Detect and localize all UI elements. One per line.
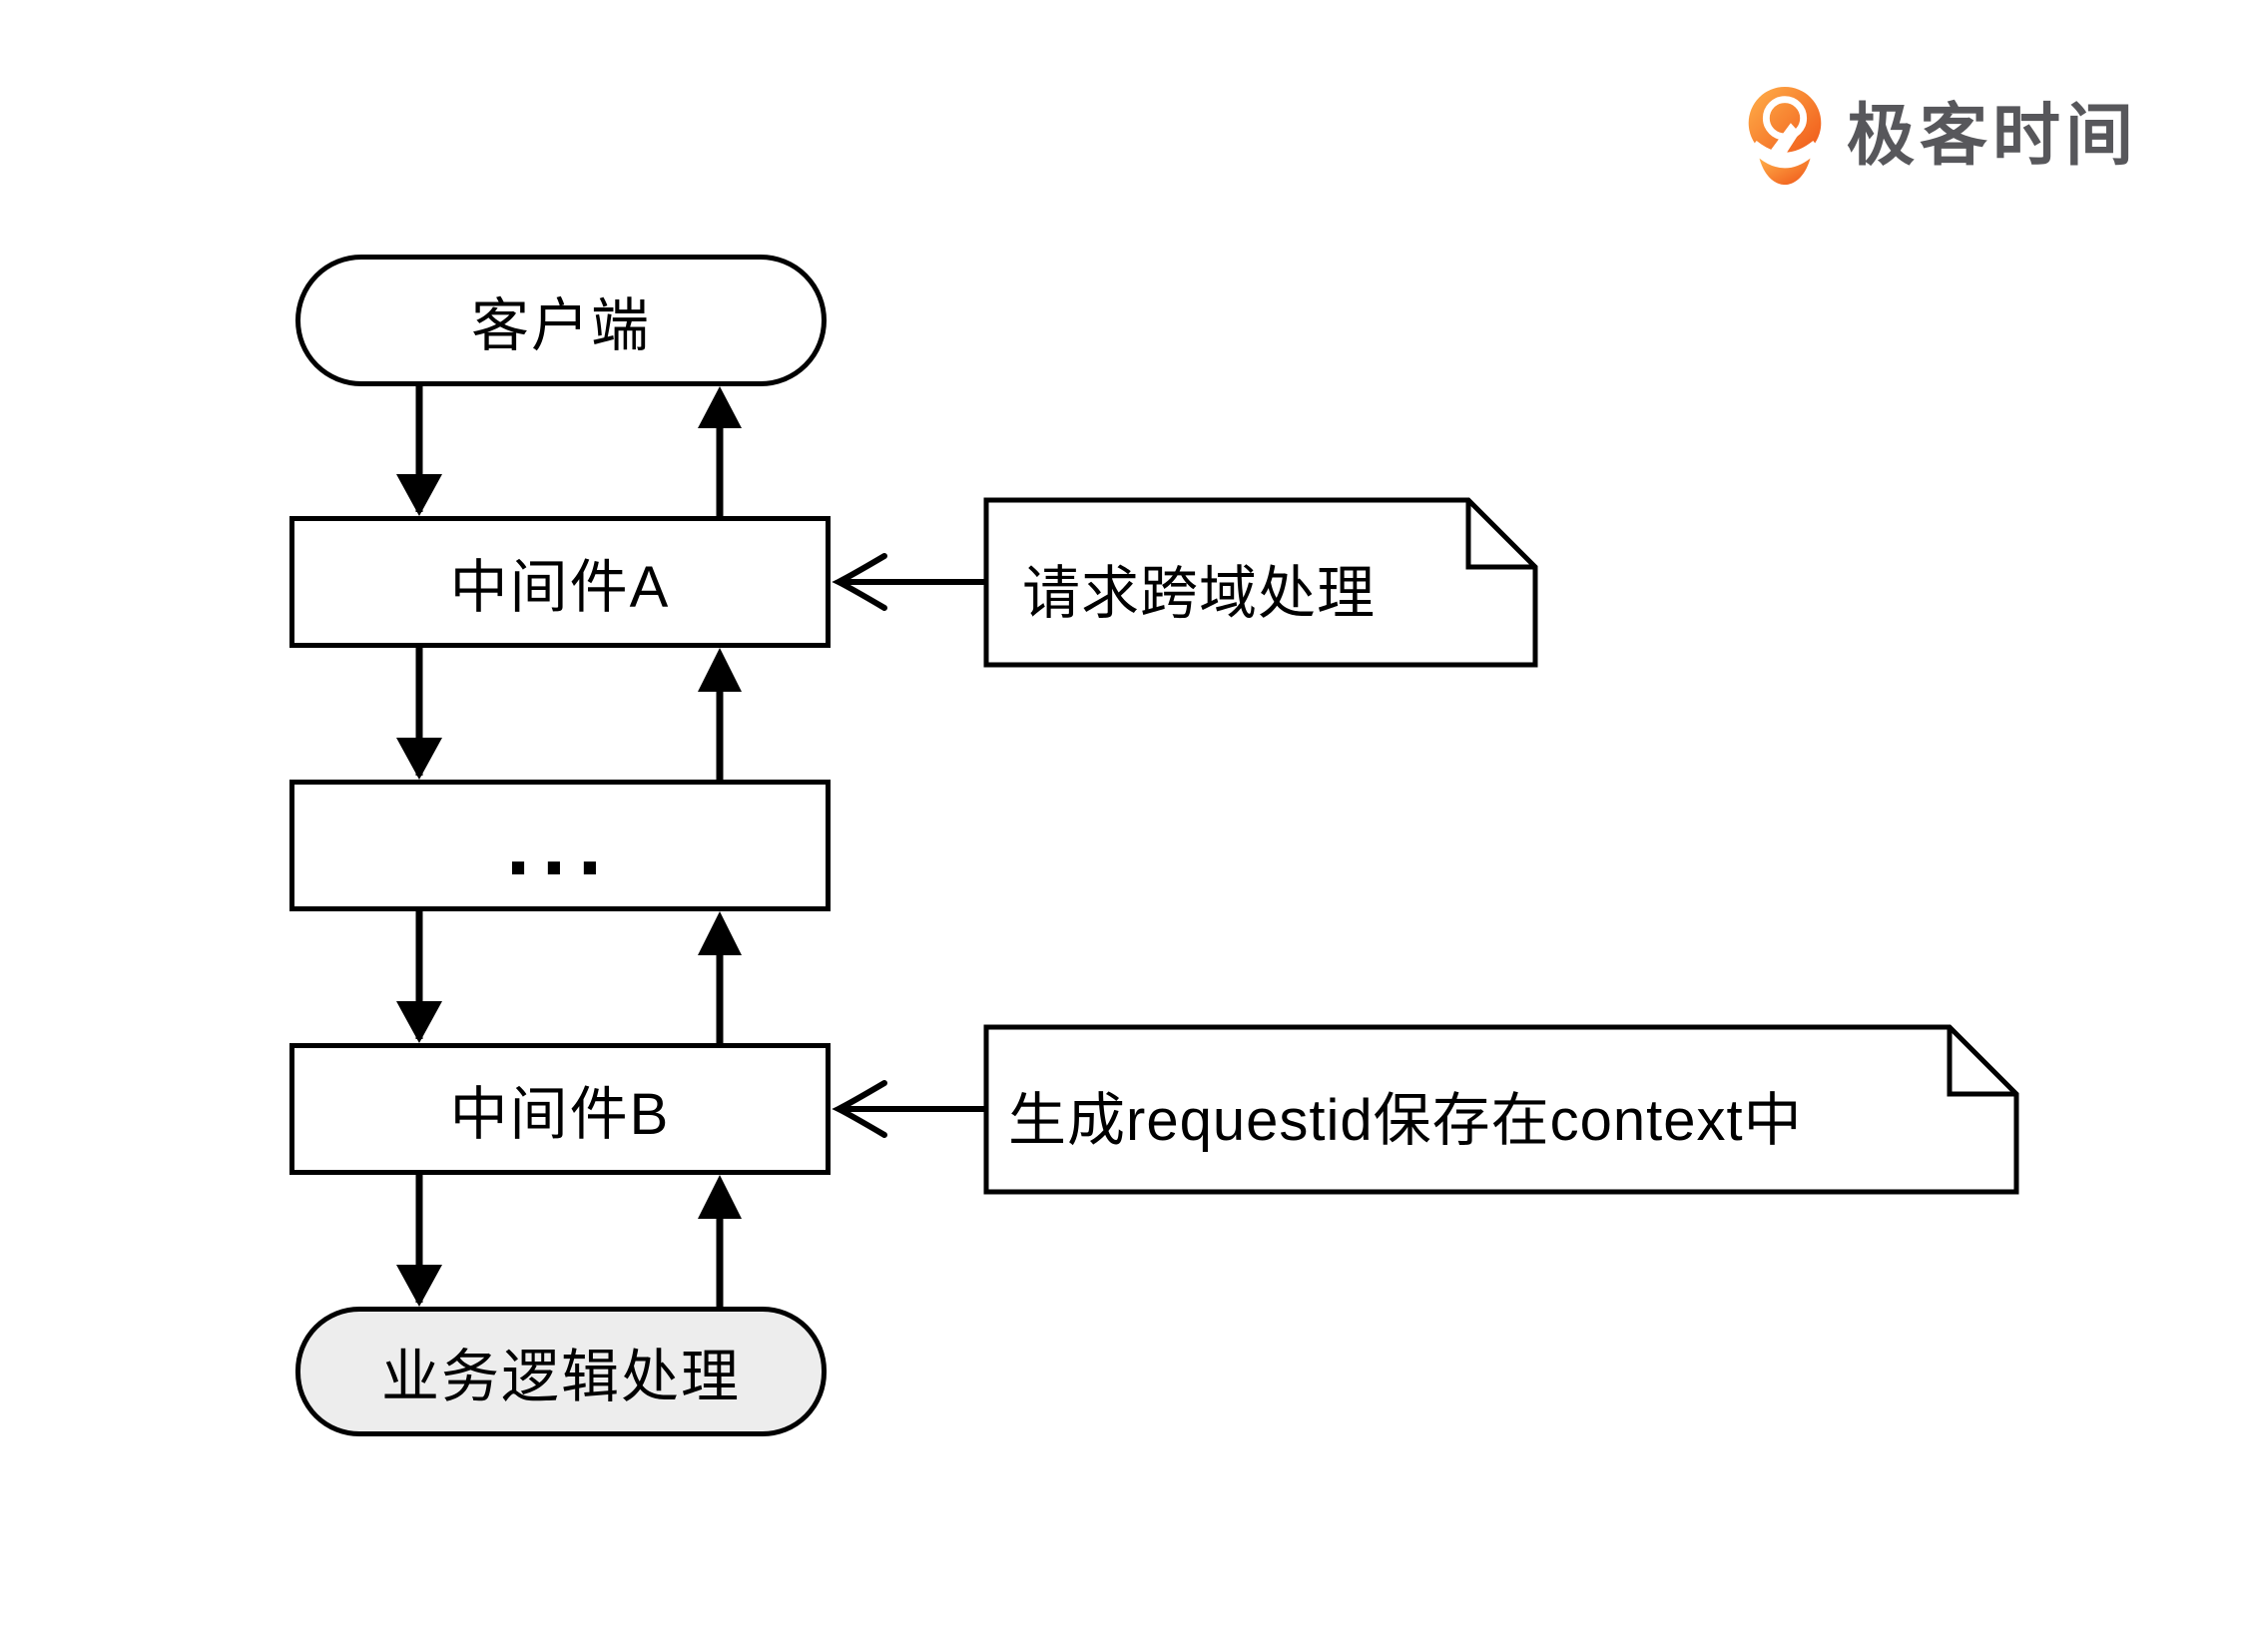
note-connector-requestid xyxy=(832,1080,986,1138)
open-arrowhead-icon xyxy=(832,1080,887,1138)
note-shape-cors xyxy=(983,497,1538,668)
down-arrow-dots-to-b xyxy=(396,911,442,1043)
down-arrow-a-to-dots xyxy=(396,648,442,780)
node-more-middlewares-label: ... xyxy=(506,797,614,893)
note-requestid: 生成requestid保存在context中 xyxy=(986,1027,1945,1192)
note-connector-cors xyxy=(832,553,986,611)
node-business-logic-label: 业务逻辑处理 xyxy=(380,1345,741,1409)
down-arrowhead-icon xyxy=(396,1001,442,1043)
brand-name: 极客时间 xyxy=(1847,98,2139,174)
up-arrow-business-to-b xyxy=(698,1175,742,1307)
node-client-label: 客户端 xyxy=(470,293,651,358)
up-arrow-b-to-dots xyxy=(698,911,742,1043)
up-arrowhead-icon xyxy=(698,386,742,428)
note-fold-icon xyxy=(1947,1027,2016,1097)
down-arrow-b-to-business xyxy=(396,1175,442,1307)
node-business-logic: 业务逻辑处理 xyxy=(295,1307,827,1436)
up-arrow-dots-to-a xyxy=(698,648,742,780)
geektime-pin-icon xyxy=(1748,86,1822,186)
down-arrowhead-icon xyxy=(396,1265,442,1307)
logo-gap xyxy=(1750,140,1820,163)
note-body xyxy=(983,497,1538,668)
note-cors-text: 请求跨域处理 xyxy=(1022,560,1377,626)
node-client: 客户端 xyxy=(295,255,827,386)
note-shape-requestid xyxy=(983,1024,2019,1195)
note-requestid-text: 生成requestid保存在context中 xyxy=(1008,1087,1803,1153)
logo-circle xyxy=(1748,86,1822,160)
note-body xyxy=(983,1024,2019,1195)
node-middleware-a-label: 中间件A xyxy=(449,555,671,620)
node-more-middlewares: ... xyxy=(289,780,831,911)
brand-logo: 极客时间 xyxy=(1745,86,2138,186)
logo-needle xyxy=(1771,123,1800,161)
down-arrow-client-to-a xyxy=(396,384,442,516)
up-arrowhead-icon xyxy=(698,648,742,692)
up-arrowhead-icon xyxy=(698,1175,742,1219)
node-middleware-b-label: 中间件B xyxy=(449,1082,671,1147)
down-arrowhead-icon xyxy=(396,738,442,780)
up-arrow-a-to-client xyxy=(698,386,742,516)
note-fold-icon xyxy=(1465,500,1535,570)
down-arrowhead-icon xyxy=(396,474,442,516)
open-arrowhead-icon xyxy=(832,553,887,611)
up-arrowhead-icon xyxy=(698,911,742,955)
logo-pin-tip xyxy=(1759,158,1811,186)
node-middleware-b: 中间件B xyxy=(289,1043,831,1175)
note-cors: 请求跨域处理 xyxy=(986,500,1455,665)
node-middleware-a: 中间件A xyxy=(289,516,831,648)
